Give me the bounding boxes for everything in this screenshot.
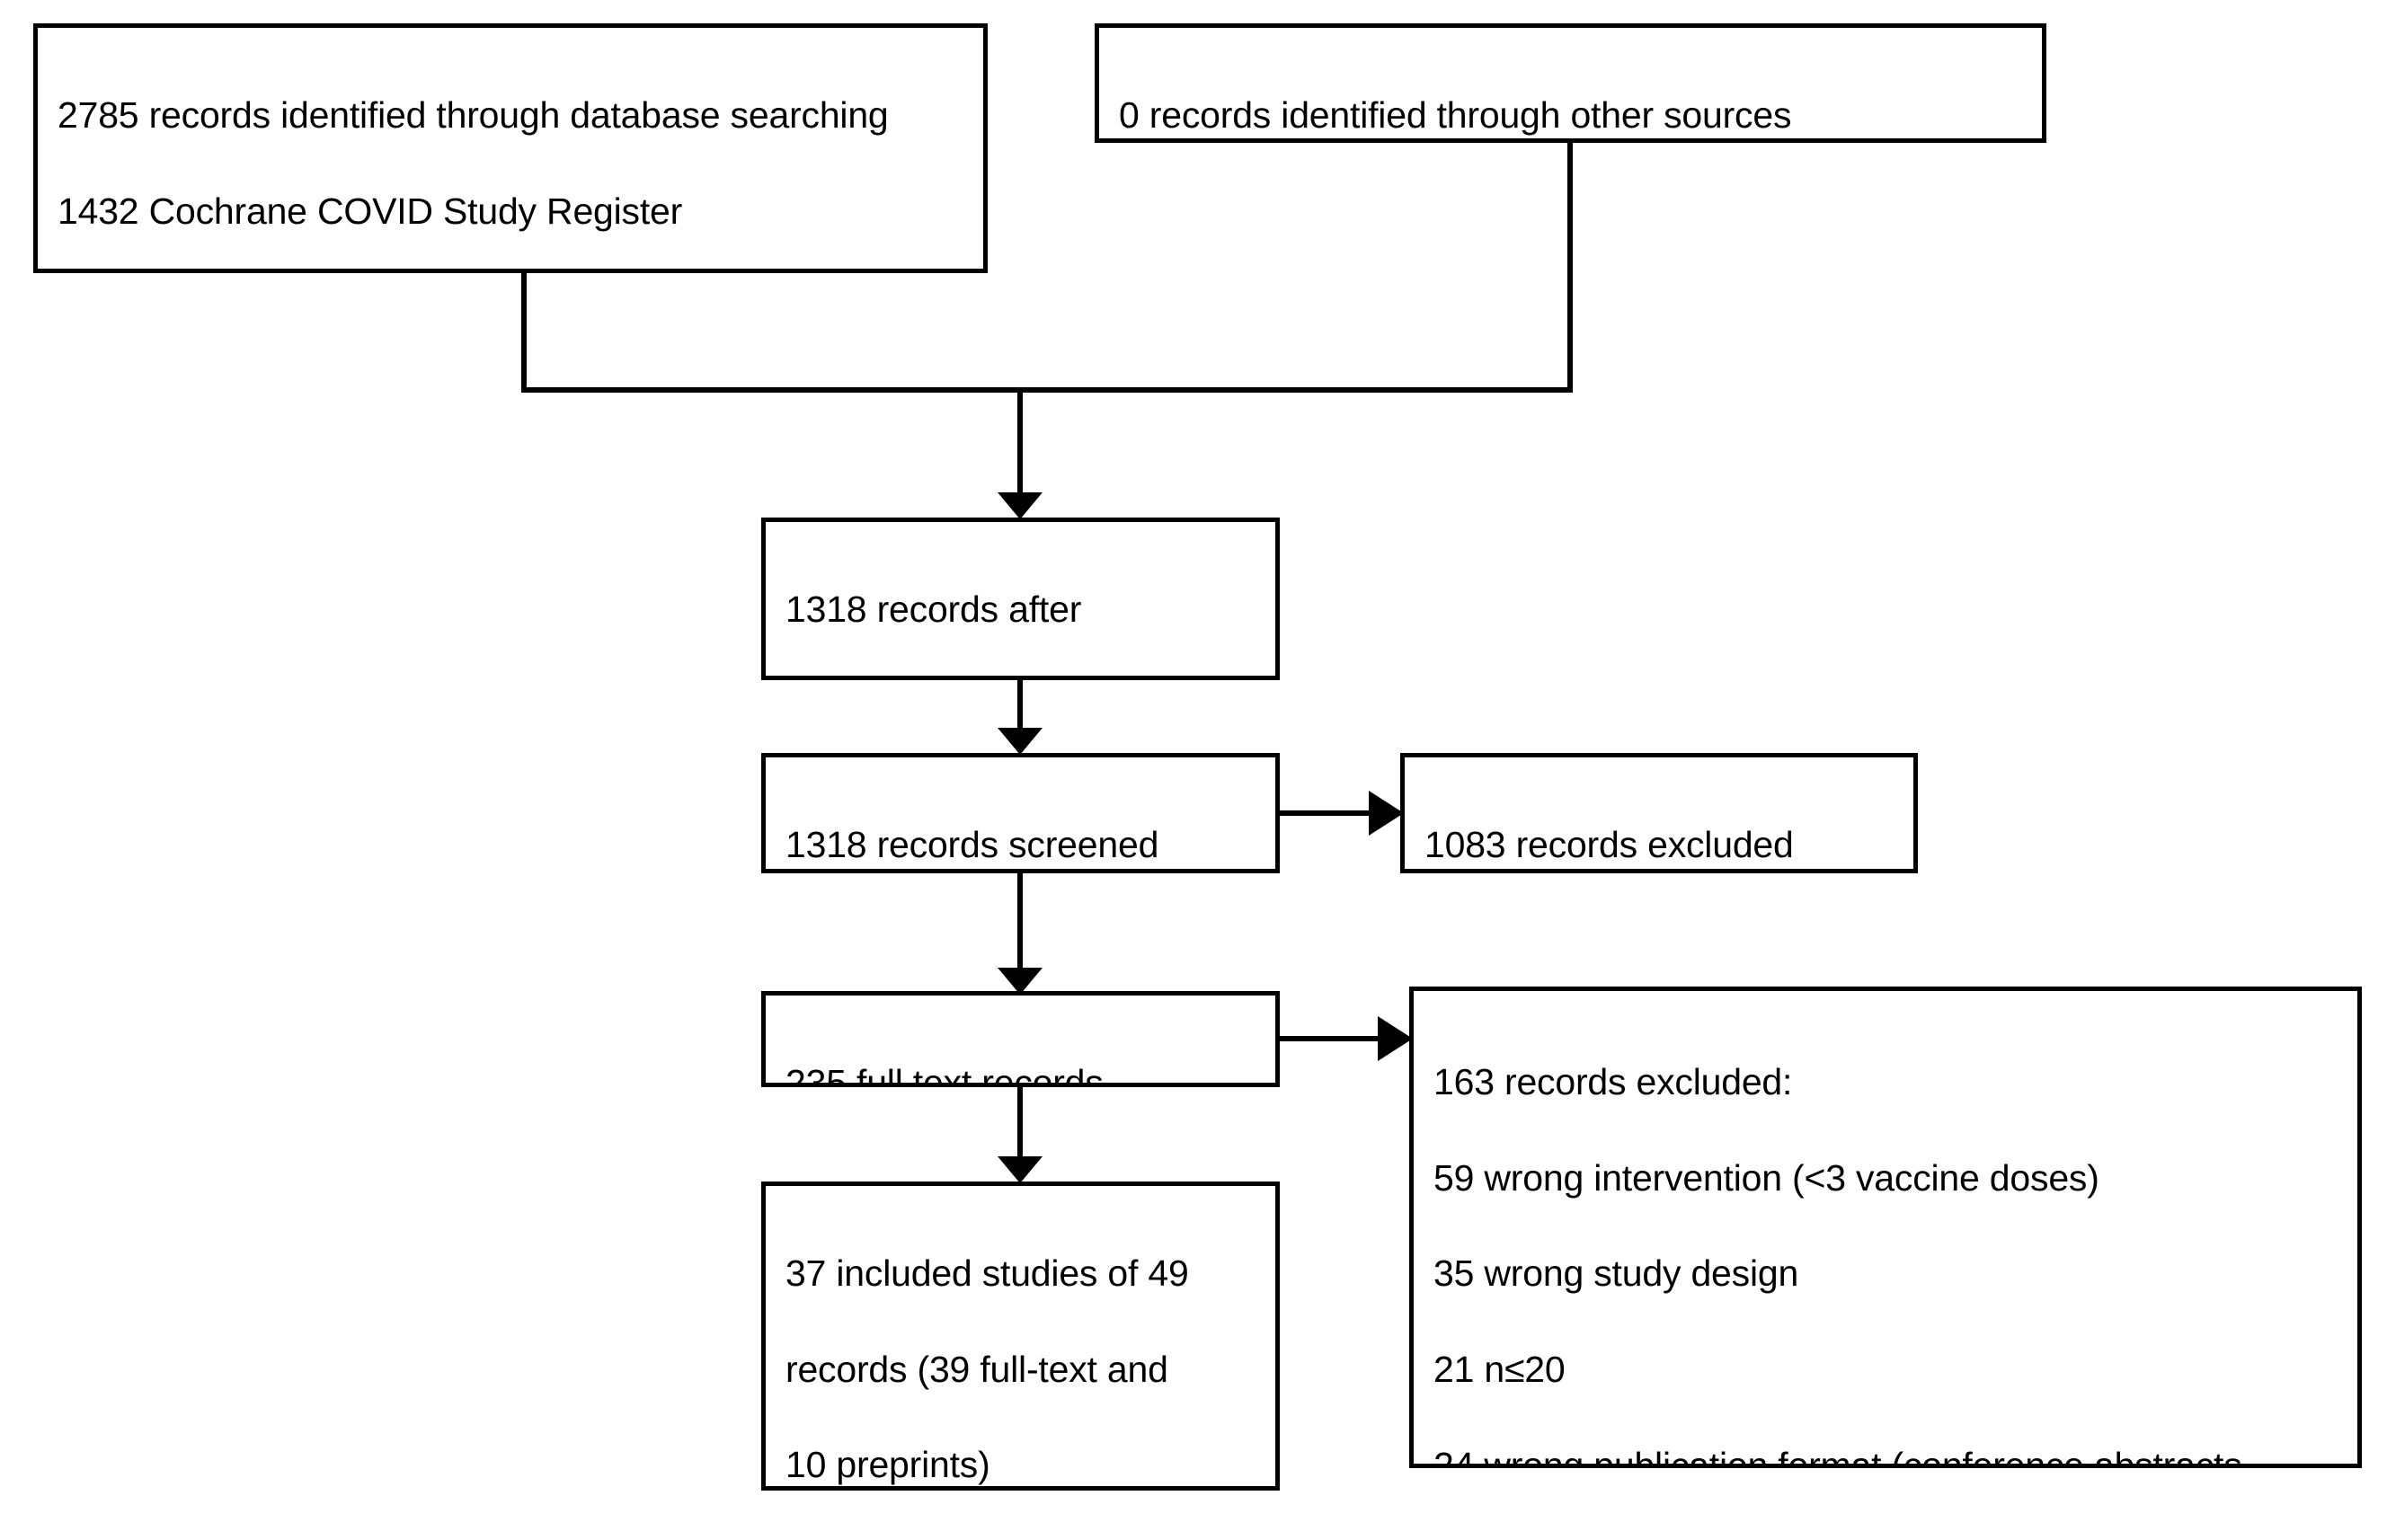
fulltext-excluded-line-1: 163 records excluded: — [1433, 1061, 1793, 1103]
fulltext-line-1: 235 full text records — [785, 1062, 1104, 1087]
db-search-line-2: 1432 Cochrane COVID Study Register — [58, 190, 683, 232]
arrowhead-to-screened — [998, 728, 1043, 755]
screen-excluded-line-1: 1083 records excluded — [1424, 824, 1794, 866]
other-sources-line-1: 0 records identified through other sourc… — [1119, 94, 1792, 137]
arrowhead-to-fulltext-excluded — [1378, 1016, 1413, 1061]
fulltext-excluded-line-3: 35 wrong study design — [1433, 1252, 1799, 1295]
included-line-2: records (39 full-text and — [785, 1348, 1168, 1390]
included-line-3: 10 preprints) — [785, 1444, 990, 1486]
node-records-identified-database-searching: 2785 records identified through database… — [33, 23, 988, 273]
node-included-studies: 37 included studies of 49 records (39 fu… — [761, 1182, 1280, 1491]
included-line-1: 37 included studies of 49 — [785, 1252, 1189, 1295]
dedup-line-1: 1318 records after — [785, 589, 1082, 631]
fulltext-excluded-line-4: 21 n≤20 — [1433, 1349, 1566, 1391]
node-full-text-records-assessed: 235 full text records assessed for eligi… — [761, 991, 1280, 1087]
node-full-text-records-excluded: 163 records excluded: 59 wrong intervent… — [1409, 987, 2362, 1468]
fulltext-excluded-line-2: 59 wrong intervention (<3 vaccine doses) — [1433, 1156, 2099, 1199]
node-records-after-deduplication: 1318 records after deduplication — [761, 518, 1280, 680]
node-records-excluded-screening: 1083 records excluded — [1400, 753, 1918, 873]
arrowhead-to-screen-excluded — [1369, 791, 1404, 836]
screened-line-1: 1318 records screened — [785, 824, 1159, 866]
arrowhead-to-deduplication — [998, 492, 1043, 519]
fulltext-excluded-line-5: 24 wrong publication format (conference … — [1433, 1444, 2252, 1468]
arrowhead-to-included — [998, 1156, 1043, 1183]
node-records-screened: 1318 records screened — [761, 753, 1280, 873]
db-search-line-1: 2785 records identified through database… — [58, 94, 889, 137]
node-records-identified-other-sources: 0 records identified through other sourc… — [1095, 23, 2046, 143]
